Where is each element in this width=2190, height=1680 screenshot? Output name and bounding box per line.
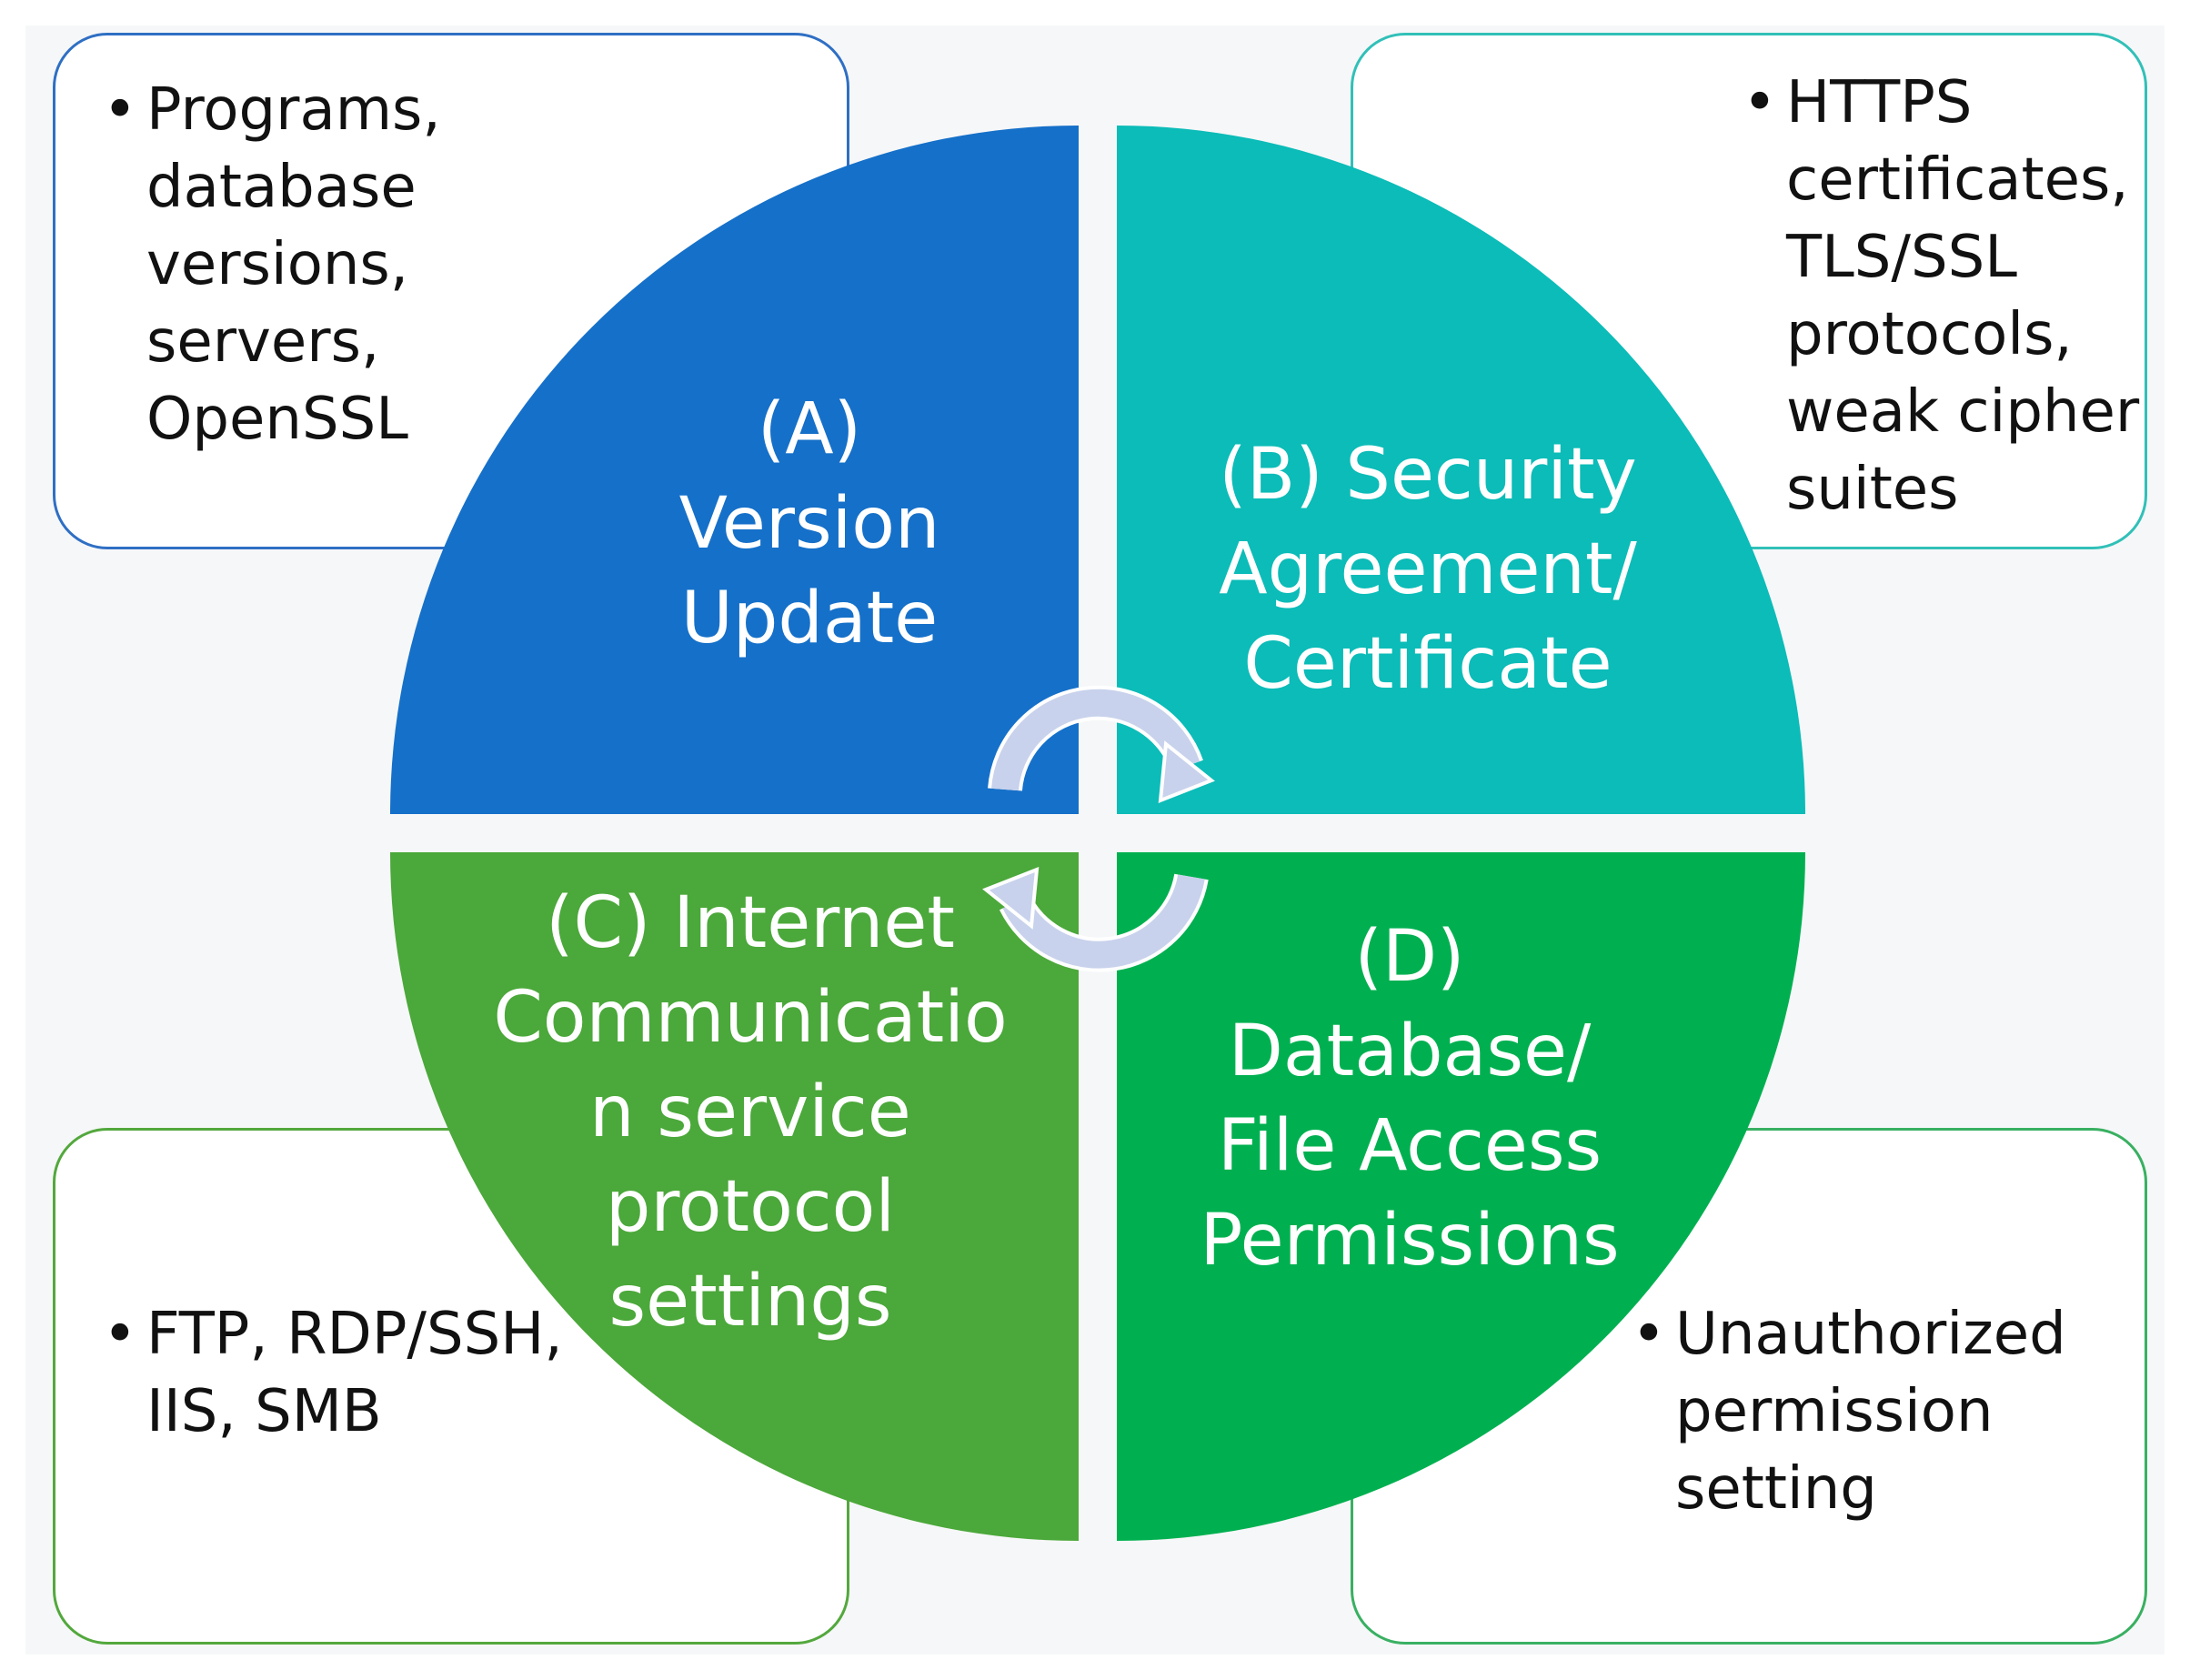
- quadrant-c-label: (C) Internet Communicatio n service prot…: [493, 882, 1008, 1343]
- quadrant-a: [390, 126, 1079, 814]
- quadrant-b-label: (B) Security Agreement/ Certificate: [1219, 434, 1637, 705]
- detail-list-c: FTP, RDP/SSH, IIS, SMB: [103, 1296, 563, 1451]
- quadrant-d-label: (D) Database/ File Access Permissions: [1200, 916, 1620, 1282]
- clockwise-arrow-icon: [988, 685, 1215, 804]
- detail-item-b: HTTPS certificates, TLS/SSL protocols, w…: [1743, 65, 2139, 528]
- clockwise-arrow-icon: [982, 866, 1209, 972]
- quadrant-c: [390, 852, 1079, 1541]
- quadrant-b: [1117, 126, 1805, 814]
- detail-item-c: FTP, RDP/SSH, IIS, SMB: [103, 1296, 563, 1451]
- detail-item-a: Programs, database versions, servers, Op…: [103, 72, 441, 458]
- detail-item-d: Unauthorized permission setting: [1632, 1296, 2066, 1528]
- detail-list-d: Unauthorized permission setting: [1632, 1296, 2066, 1528]
- detail-list-b: HTTPS certificates, TLS/SSL protocols, w…: [1743, 65, 2139, 528]
- quadrant-a-label: (A) Version Update: [678, 388, 940, 659]
- detail-list-a: Programs, database versions, servers, Op…: [103, 72, 441, 458]
- quadrant-d: [1117, 852, 1805, 1541]
